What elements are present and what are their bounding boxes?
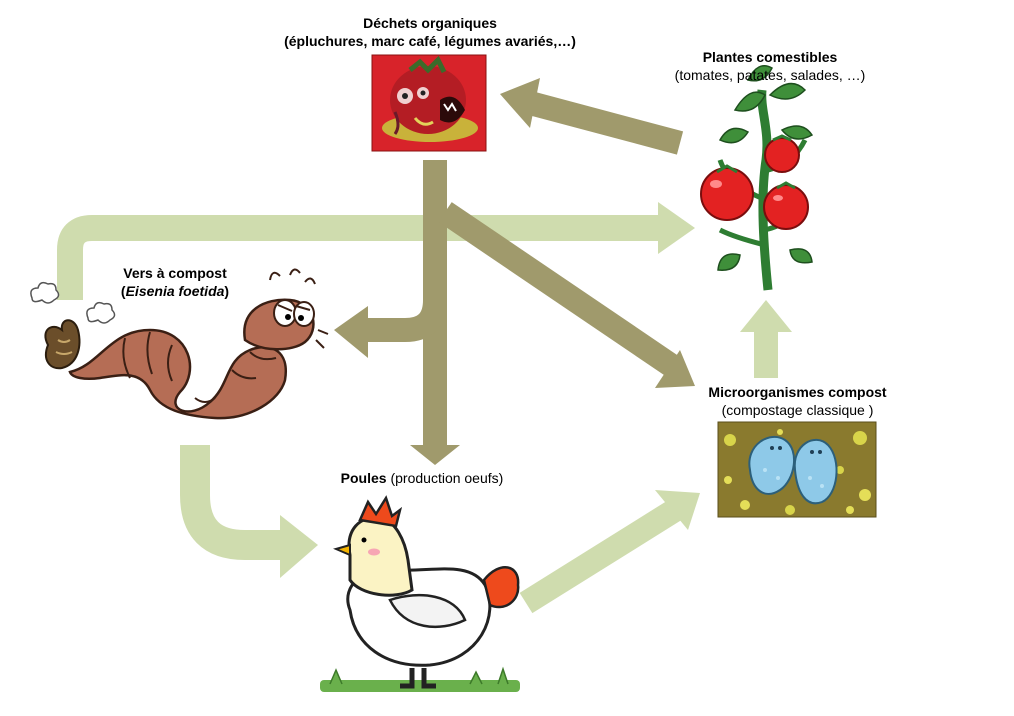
vers-title: Vers à compost xyxy=(123,265,227,281)
flow-arrow-dechets-to-micro xyxy=(438,202,695,388)
flow-arrow-poules-to-micro xyxy=(519,490,700,614)
plantes-title: Plantes comestibles xyxy=(702,49,838,65)
dechets-title: Déchets organiques xyxy=(363,15,497,31)
plantes-subtitle: (tomates, patates, salades, …) xyxy=(674,67,866,83)
node-label-plantes: Plantes comestibles (tomates, patates, s… xyxy=(640,48,900,84)
node-label-micro: Microorganismes compost (compostage clas… xyxy=(695,383,900,419)
vers-species-name: Eisenia foetida xyxy=(125,283,225,299)
node-label-dechets: Déchets organiques (épluchures, marc caf… xyxy=(270,14,590,50)
vers-subtitle: (Eisenia foetida) xyxy=(90,282,260,300)
flow-arrow-dechets-to-vers xyxy=(334,270,447,358)
rotting-tomato-icon xyxy=(371,54,487,152)
flow-arrow-vers-to-poules xyxy=(180,445,318,578)
vers-subtitle-close: ) xyxy=(224,283,230,299)
node-label-vers: Vers à compost (Eisenia foetida) xyxy=(90,264,260,300)
micro-title: Microorganismes compost xyxy=(708,384,887,400)
flow-arrow-micro-to-plantes xyxy=(740,300,792,378)
poules-title: Poules xyxy=(340,470,387,486)
micro-subtitle: (compostage classique ) xyxy=(721,402,874,418)
chicken-icon xyxy=(320,495,520,692)
poules-subtitle: (production oeufs) xyxy=(390,470,504,486)
node-label-poules: Poules (production oeufs) xyxy=(322,469,522,487)
tomato-plant-icon xyxy=(700,65,814,291)
vers-subtitle-open: ( xyxy=(120,283,126,299)
flow-arrow-plantes-to-dechets xyxy=(500,78,684,155)
flow-arrows xyxy=(57,78,792,614)
flow-arrow-vers-to-plantes xyxy=(57,202,695,300)
dechets-subtitle: (épluchures, marc café, légumes avariés,… xyxy=(284,33,576,49)
microorganisms-icon xyxy=(717,421,877,518)
compost-worm-icon xyxy=(30,268,329,420)
